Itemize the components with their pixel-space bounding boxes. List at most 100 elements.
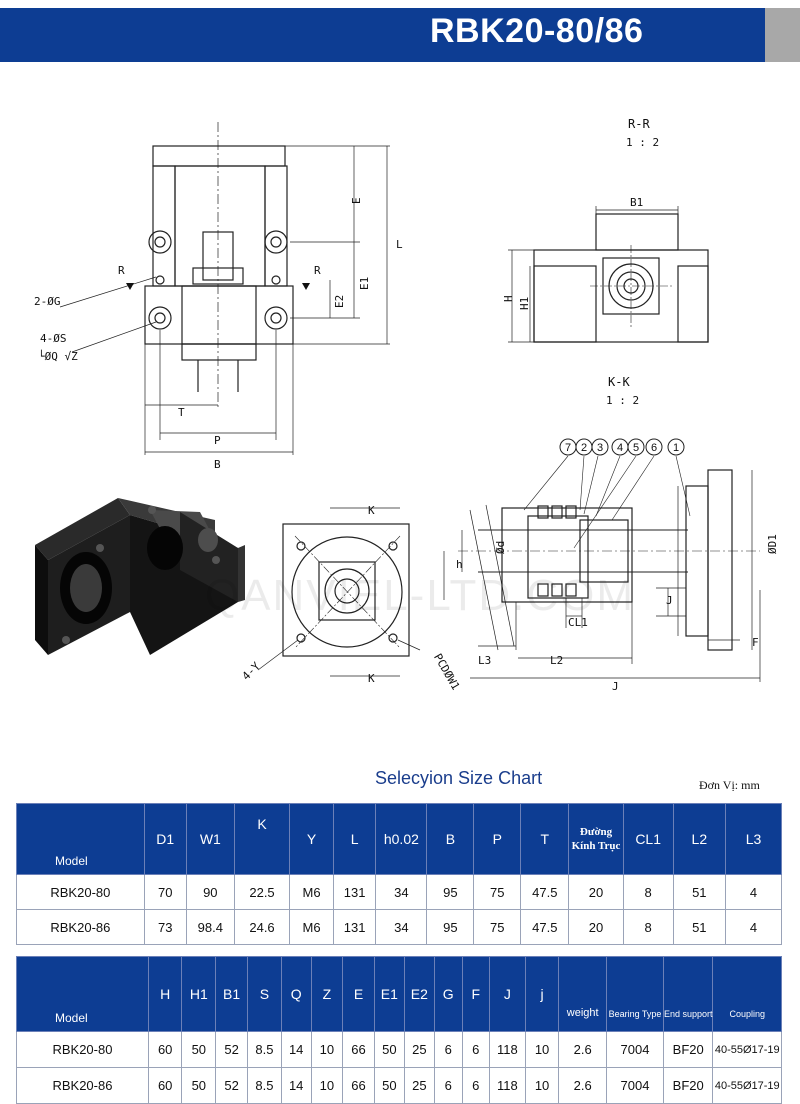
table-cell: 60 — [147, 1031, 183, 1068]
column-header: S — [247, 956, 282, 1032]
table-cell: 20 — [568, 874, 624, 910]
product-render — [35, 498, 245, 655]
dim-p: P — [214, 434, 221, 447]
table-cell: 34 — [375, 909, 428, 945]
table-cell: 2.6 — [558, 1067, 608, 1104]
table-cell: 50 — [181, 1031, 217, 1068]
table-cell: 95 — [426, 909, 475, 945]
column-header: Model — [16, 956, 149, 1032]
section-r-right: R — [314, 264, 321, 277]
title-banner — [0, 8, 765, 62]
table-cell: 52 — [215, 1031, 249, 1068]
column-header: J — [489, 956, 526, 1032]
table-cell: 131 — [332, 874, 377, 910]
balloon-4: 4 — [617, 442, 623, 454]
table-cell: 60 — [147, 1067, 183, 1104]
dim-qz: └ØQ √Z — [38, 349, 78, 363]
table-cell: 7004 — [606, 1031, 664, 1068]
section-arrow-left — [126, 283, 134, 290]
column-header: F — [461, 956, 491, 1032]
section-rr-title: R-R — [628, 117, 650, 131]
column-header: Z — [310, 956, 344, 1032]
table-cell: 20 — [568, 909, 624, 945]
table-cell: RBK20-86 — [16, 1067, 149, 1104]
balloon-1: 1 — [673, 442, 679, 454]
dim-d1: ØD1 — [766, 534, 779, 554]
balloon-7: 7 — [565, 442, 571, 454]
table-cell: 7004 — [606, 1067, 664, 1104]
table-cell: 8 — [622, 874, 674, 910]
table-cell: 6 — [433, 1067, 463, 1104]
dim-l2: L2 — [550, 654, 563, 667]
technical-drawing: 7 2 3 4 5 6 1 QANVIEL-LTD.COM R-R 1 : 2 … — [34, 117, 779, 693]
dim-l3: L3 — [478, 654, 491, 667]
column-header: E2 — [403, 956, 435, 1032]
page-title: RBK20-80/86 — [430, 12, 644, 50]
table-cell: 25 — [403, 1067, 435, 1104]
watermark: QANVIEL-LTD.COM — [205, 571, 635, 620]
table-cell: 118 — [489, 1067, 526, 1104]
dim-pcd: PCDØW1 — [431, 651, 462, 692]
table-cell: 131 — [332, 909, 377, 945]
column-header: L — [332, 803, 377, 875]
dim-h1: H1 — [518, 297, 531, 310]
table-cell: BF20 — [662, 1067, 714, 1104]
column-header: weight — [558, 956, 608, 1032]
table-cell: 22.5 — [233, 874, 291, 910]
section-arrow-right — [302, 283, 310, 290]
section-k-top: K — [368, 504, 375, 517]
column-header: D1 — [143, 803, 187, 875]
table-cell: 47.5 — [520, 909, 570, 945]
table-row: RBK20-86 73 98.4 24.6 M6 131 34 95 75 47… — [16, 909, 782, 945]
column-header: P — [473, 803, 522, 875]
table-header-row: Model D1 W1 K Y L h0.02 B P T Đường Kính… — [16, 803, 782, 875]
column-header: E — [342, 956, 375, 1032]
table-row: RBK20-80 70 90 22.5 M6 131 34 95 75 47.5… — [16, 874, 782, 910]
table-cell: M6 — [289, 909, 334, 945]
column-header: G — [433, 956, 463, 1032]
column-header: E1 — [373, 956, 405, 1032]
section-kk-title: K-K — [608, 375, 630, 389]
dim-b: B — [214, 458, 221, 471]
table-cell: 6 — [433, 1031, 463, 1068]
table-row: RBK20-80 60 50 52 8.5 14 10 66 50 25 6 6… — [16, 1031, 782, 1068]
dim-cl1: CL1 — [568, 616, 588, 629]
table-cell: 4 — [725, 909, 782, 945]
table-cell: M6 — [289, 874, 334, 910]
table-cell: 51 — [672, 874, 727, 910]
table-cell: 2.6 — [558, 1031, 608, 1068]
table-cell: 90 — [185, 874, 235, 910]
dim-h-small: h — [456, 558, 463, 571]
table-row: RBK20-86 60 50 52 8.5 14 10 66 50 25 6 6… — [16, 1067, 782, 1104]
column-header: B — [426, 803, 475, 875]
title-banner-accent — [765, 8, 800, 62]
table-cell: 24.6 — [233, 909, 291, 945]
table-cell: 50 — [181, 1067, 217, 1104]
table-cell: 10 — [310, 1031, 344, 1068]
dim-e: E — [350, 197, 363, 204]
column-header: T — [520, 803, 570, 875]
section-rr-scale: 1 : 2 — [626, 136, 659, 149]
table-cell: 10 — [310, 1067, 344, 1104]
size-chart-title: Selecyion Size Chart — [375, 768, 543, 788]
table-cell: BF20 — [662, 1031, 714, 1068]
column-header: Bearing Type — [606, 956, 664, 1032]
balloon-2: 2 — [581, 442, 587, 454]
column-header: Model — [16, 803, 145, 875]
dim-h: H — [502, 295, 515, 302]
dim-e2: E2 — [333, 295, 346, 308]
column-header: L2 — [672, 803, 727, 875]
table-cell: 98.4 — [185, 909, 235, 945]
table-cell: 6 — [461, 1031, 491, 1068]
balloon-3: 3 — [597, 442, 603, 454]
dim-b1: B1 — [630, 196, 643, 209]
table-cell: 75 — [473, 909, 522, 945]
table-cell: 14 — [280, 1067, 312, 1104]
dim-t: T — [178, 406, 185, 419]
table-cell: 66 — [342, 1067, 375, 1104]
table-cell: 95 — [426, 874, 475, 910]
column-header: h0.02 — [375, 803, 428, 875]
balloon-5: 5 — [633, 442, 639, 454]
column-header: W1 — [185, 803, 235, 875]
column-header: Y — [289, 803, 334, 875]
